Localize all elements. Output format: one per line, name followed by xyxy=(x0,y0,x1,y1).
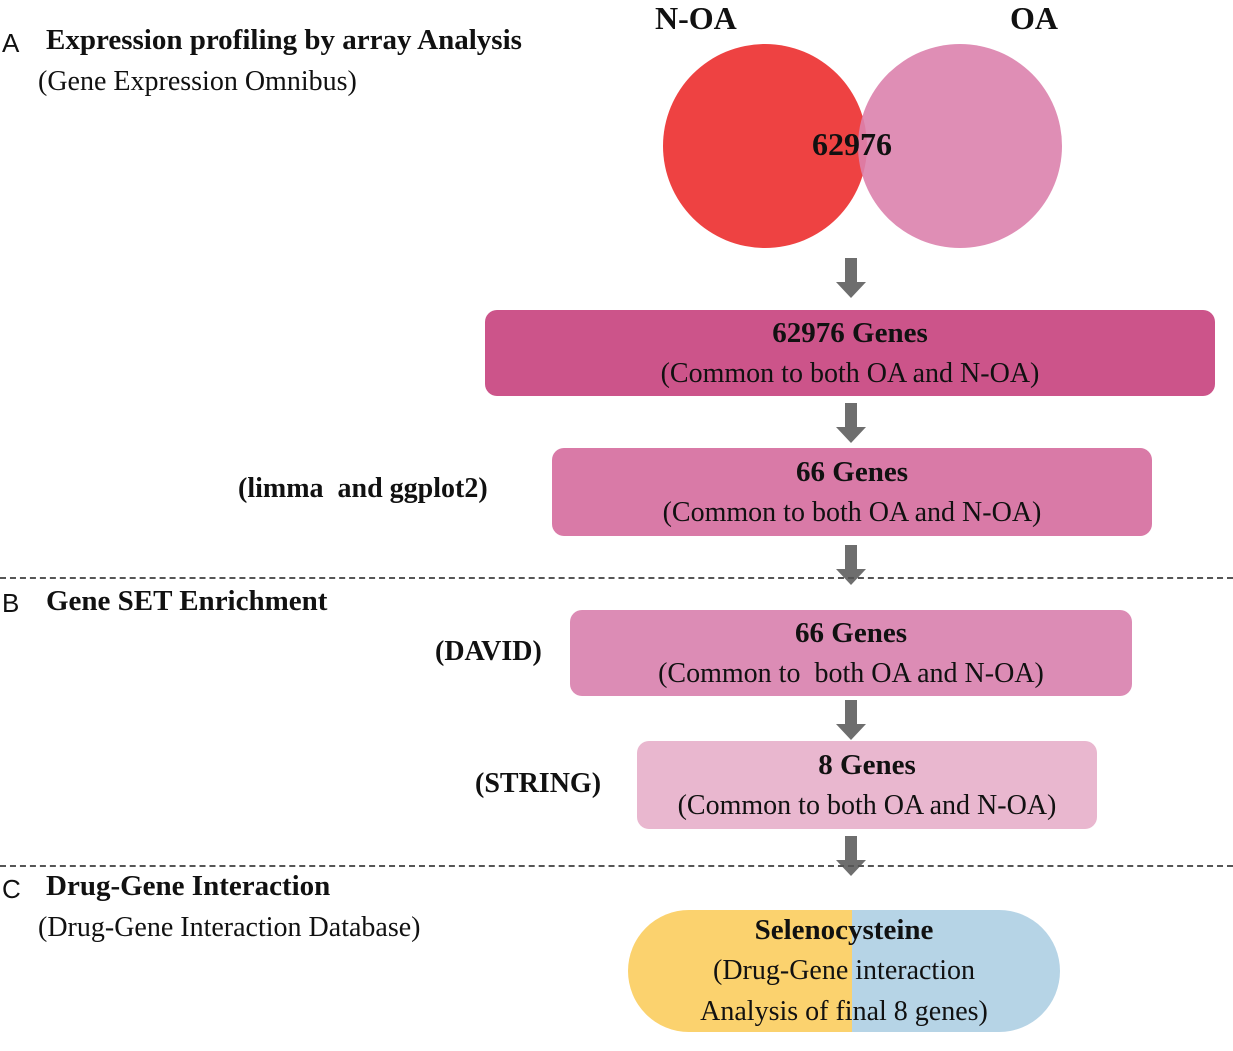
section-divider-bc xyxy=(0,865,1233,867)
flow-box-8-genes: 8 Genes (Common to both OA and N-OA) xyxy=(637,741,1097,829)
box2-title: 66 Genes xyxy=(796,455,908,488)
capsule-line2: Analysis of final 8 genes) xyxy=(700,996,988,1028)
venn-circle-oa xyxy=(858,44,1062,248)
section-c-subtitle: (Drug-Gene Interaction Database) xyxy=(38,912,421,943)
capsule-right-half xyxy=(852,910,1060,1032)
down-arrow-icon xyxy=(836,836,866,876)
panel-letter-b: B xyxy=(2,588,20,618)
down-arrow-icon xyxy=(836,403,866,443)
down-arrow-icon xyxy=(836,700,866,740)
box2-subtitle: (Common to both OA and N-OA) xyxy=(662,496,1042,528)
section-a-title: Expression profiling by array Analysis xyxy=(46,24,522,56)
box1-title: 62976 Genes xyxy=(772,316,928,349)
capsule-text: Selenocysteine (Drug-Gene interaction An… xyxy=(628,910,1060,1032)
panel-letter-a: A xyxy=(2,28,20,58)
section-b-title: Gene SET Enrichment xyxy=(46,585,328,617)
box4-method-label: (STRING) xyxy=(475,768,602,799)
section-divider-ab xyxy=(0,577,1233,579)
venn-circle-noa xyxy=(663,44,867,248)
box3-title: 66 Genes xyxy=(795,616,907,649)
flow-box-66-genes-david: 66 Genes (Common to both OA and N-OA) xyxy=(570,610,1132,696)
down-arrow-icon xyxy=(836,258,866,298)
venn-label-oa: OA xyxy=(1010,0,1058,36)
section-a-subtitle: (Gene Expression Omnibus) xyxy=(38,66,357,97)
box3-subtitle: (Common to both OA and N-OA) xyxy=(658,657,1044,689)
box4-title: 8 Genes xyxy=(818,748,916,781)
box1-subtitle: (Common to both OA and N-OA) xyxy=(660,357,1040,389)
result-capsule: Selenocysteine (Drug-Gene interaction An… xyxy=(628,910,1060,1032)
venn-diagram xyxy=(663,44,1062,248)
down-arrow-icon xyxy=(836,545,866,585)
capsule-left-half xyxy=(628,910,852,1032)
capsule-title: Selenocysteine xyxy=(754,914,934,947)
panel-letter-c: C xyxy=(2,874,21,904)
box2-method-label: (limma and ggplot2) xyxy=(238,473,488,504)
flow-box-62976-genes: 62976 Genes (Common to both OA and N-OA) xyxy=(485,310,1215,396)
section-c-title: Drug-Gene Interaction xyxy=(46,870,331,902)
capsule-line1: (Drug-Gene interaction xyxy=(713,955,975,987)
box3-method-label: (DAVID) xyxy=(435,636,542,667)
venn-overlap-value: 62976 xyxy=(812,126,892,162)
venn-label-noa: N-OA xyxy=(655,0,737,36)
box4-subtitle: (Common to both OA and N-OA) xyxy=(677,789,1057,821)
flow-box-66-genes-limma: 66 Genes (Common to both OA and N-OA) xyxy=(552,448,1152,536)
